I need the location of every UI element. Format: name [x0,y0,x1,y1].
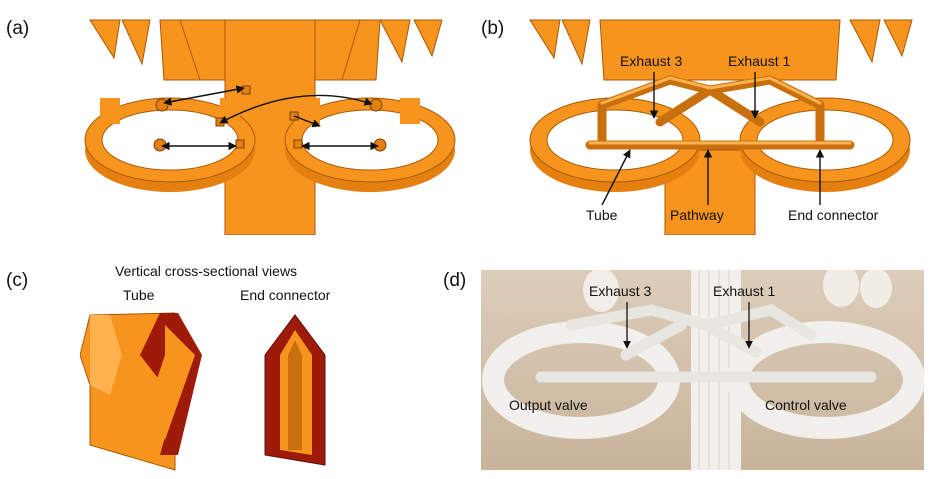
panel-a-label: (a) [6,18,30,39]
panel-a-render [84,19,456,235]
photo-callout-exhaust3: Exhaust 3 [589,283,651,299]
gear-teeth [89,19,443,66]
right-ring [284,97,456,192]
callout-exhaust3: Exhaust 3 [620,53,682,69]
callout-exhaust1: Exhaust 1 [728,53,790,69]
connection-arrows [161,85,379,151]
photo-callout-exhaust1: Exhaust 1 [713,283,775,299]
callout-end-connector: End connector [788,207,879,223]
tube-network [585,75,855,150]
panel-c-render: Vertical cross-sectional views Tube End … [80,263,331,471]
panel-c-end-connector-label: End connector [240,287,331,303]
callout-tube: Tube [586,207,618,223]
callout-arrows [601,72,825,206]
panel-b-render: Exhaust 3 Exhaust 1 Tube Pathway End con… [529,19,913,235]
panel-c-tube-label: Tube [123,287,155,303]
panel-d-photo: Exhaust 3 Exhaust 1 Output valve Control… [481,270,924,470]
left-ring [84,97,256,192]
panel-d-label: (d) [443,270,467,291]
panel-c-title: Vertical cross-sectional views [115,263,297,279]
callout-pathway: Pathway [670,207,724,223]
panel-b-label: (b) [481,18,505,39]
photo-callout-control-valve: Control valve [765,397,847,413]
photo-callout-output-valve: Output valve [509,397,588,413]
tube-cross-section [80,312,202,471]
end-connector-cross-section [264,314,326,466]
photo-callout-arrows [623,302,753,349]
panel-c-label: (c) [6,270,29,291]
